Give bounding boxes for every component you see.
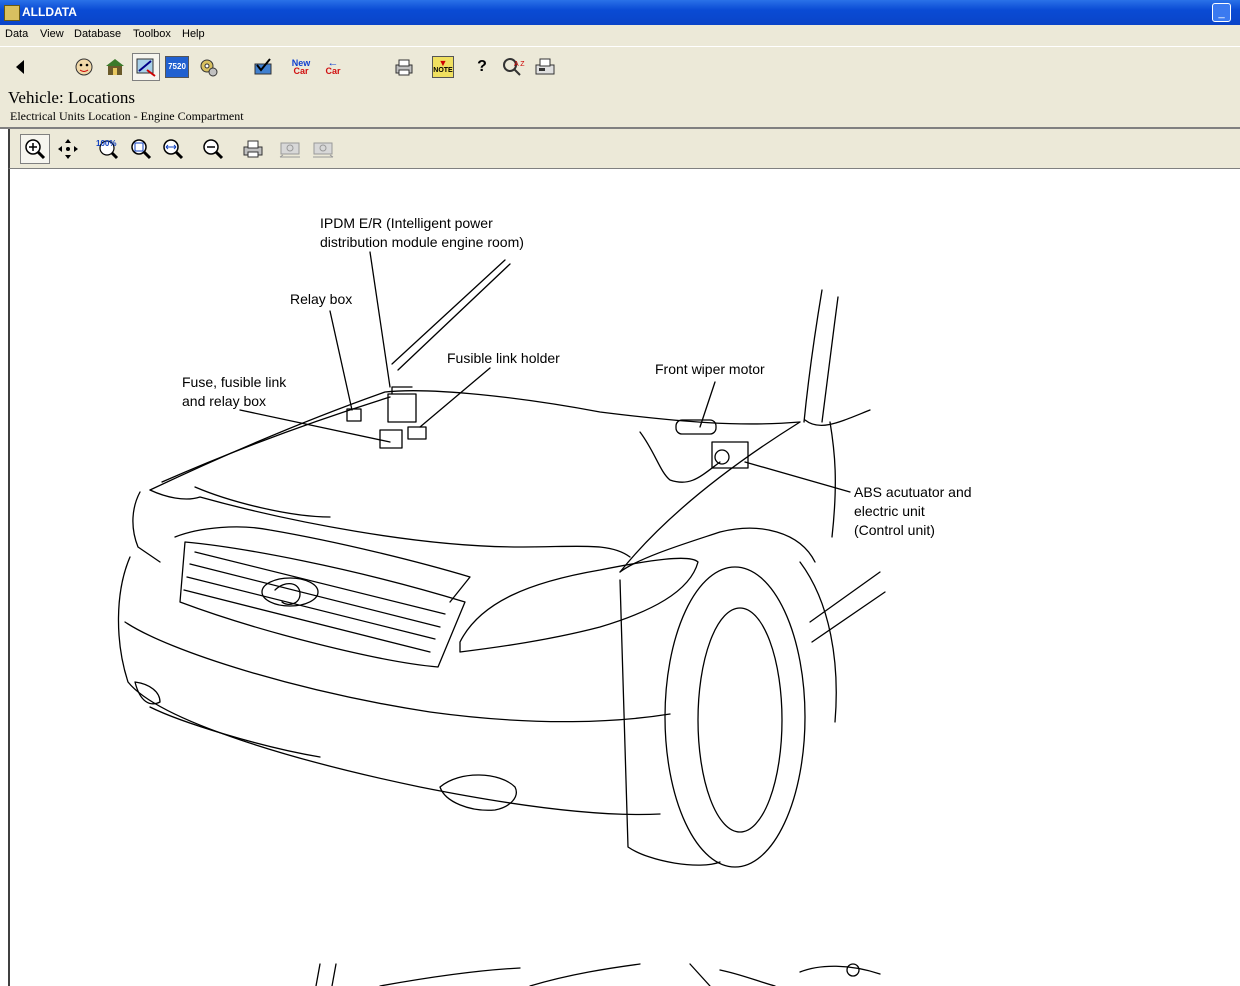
page-header: Vehicle: Locations Electrical Units Loca…: [0, 87, 1240, 127]
zoom-fit-icon: [131, 139, 152, 160]
zoom-100-label: 100%: [96, 139, 116, 148]
abs-label-line3: (Control unit): [854, 522, 935, 538]
new-car-label-top: New: [291, 58, 311, 68]
menu-database[interactable]: Database: [74, 28, 122, 40]
zoom-out-button[interactable]: [198, 134, 228, 164]
menu-view[interactable]: View: [40, 28, 64, 40]
previous-image-button[interactable]: [275, 134, 305, 164]
fax-button[interactable]: [531, 53, 559, 81]
abs-label-line1: ABS acutuator and: [854, 484, 972, 500]
vehicle-selection-button[interactable]: [70, 53, 98, 81]
az-search-icon: A Z: [503, 58, 525, 76]
main-toolbar: 7520 New Car ← Car ▼ NOTE ? A Z: [0, 46, 1240, 88]
menu-data[interactable]: Data: [5, 28, 29, 40]
minimize-button[interactable]: _: [1212, 3, 1231, 22]
viewer-toolbar: 100%: [8, 129, 1240, 169]
new-car-label-bottom: Car: [293, 66, 309, 76]
zoom-width-icon: [163, 139, 184, 160]
move-icon: [58, 139, 78, 159]
zoom-width-button[interactable]: [158, 134, 188, 164]
help-button[interactable]: ?: [468, 53, 496, 81]
fuse-box-label-line2: and relay box: [182, 393, 267, 409]
house-icon: [106, 59, 124, 75]
note-label: NOTE: [433, 67, 453, 74]
back-arrow-glyph: ←: [327, 57, 339, 69]
menu-help[interactable]: Help: [182, 28, 205, 40]
fusible-link-holder-label: Fusible link holder: [447, 350, 560, 366]
previous-car-icon: ← Car: [322, 56, 344, 78]
print-button[interactable]: [390, 53, 418, 81]
engine-compartment-diagram: IPDM E/R (Intelligent power distribution…: [10, 170, 1240, 986]
face-icon: [75, 58, 93, 76]
app-icon: [4, 5, 20, 21]
az-label: A Z: [514, 61, 525, 68]
fuse-box-label-line1: Fuse, fusible link: [182, 374, 287, 390]
home-button[interactable]: [101, 53, 129, 81]
printer-icon: [395, 59, 413, 76]
viewer-left-border: [8, 169, 10, 986]
back-arrow-icon: [16, 60, 24, 74]
zoom-100-icon: 100%: [96, 139, 119, 160]
diagram-icon: [136, 58, 156, 77]
image-viewer: 100%: [0, 127, 1240, 986]
car-line-drawing: [117, 251, 886, 986]
zoom-in-tool-button[interactable]: [20, 134, 50, 164]
note-icon: ▼ NOTE: [432, 56, 454, 78]
help-icon: ?: [477, 58, 487, 75]
previous-car-label: Car: [325, 66, 341, 76]
back-button[interactable]: [7, 53, 35, 81]
zoom-100-button[interactable]: 100%: [93, 134, 123, 164]
relay-box-label: Relay box: [290, 291, 353, 307]
menu-bar: Data View Database Toolbox Help: [0, 25, 1240, 45]
settings-button[interactable]: [194, 53, 222, 81]
zoom-in-icon: [25, 139, 46, 160]
camera-back-icon: [279, 142, 300, 158]
note-button[interactable]: ▼ NOTE: [429, 53, 457, 81]
gear-icon: [200, 59, 218, 77]
title-bar: ALLDATA _: [0, 0, 1240, 25]
previous-car-button[interactable]: ← Car: [319, 53, 347, 81]
front-wiper-motor-label: Front wiper motor: [655, 361, 765, 377]
component-code-icon: 7520: [165, 56, 189, 78]
printer-icon: [243, 140, 263, 158]
pan-tool-button[interactable]: [53, 134, 83, 164]
note-arrow-glyph: ▼: [438, 58, 448, 68]
window-title: ALLDATA: [22, 5, 77, 19]
bookmark-button[interactable]: [249, 53, 277, 81]
zoom-out-icon: [203, 139, 224, 160]
menu-toolbox[interactable]: Toolbox: [133, 28, 171, 40]
ipdm-label-line1: IPDM E/R (Intelligent power: [320, 215, 493, 231]
camera-forward-icon: [313, 142, 334, 158]
locations-button[interactable]: [132, 53, 160, 81]
next-image-button[interactable]: [308, 134, 338, 164]
index-search-button[interactable]: A Z: [499, 53, 527, 81]
new-car-icon: New Car: [290, 56, 312, 78]
page-subtitle: Electrical Units Location - Engine Compa…: [10, 109, 244, 123]
page-title: Vehicle: Locations: [8, 88, 135, 107]
zoom-fit-button[interactable]: [126, 134, 156, 164]
fax-icon: [535, 58, 555, 75]
new-car-button[interactable]: New Car: [287, 53, 315, 81]
component-code-button[interactable]: 7520: [163, 53, 191, 81]
print-image-button[interactable]: [238, 134, 268, 164]
ipdm-label-line2: distribution module engine room): [320, 234, 524, 250]
checkmark-book-icon: [254, 58, 272, 75]
abs-label-line2: electric unit: [854, 503, 925, 519]
